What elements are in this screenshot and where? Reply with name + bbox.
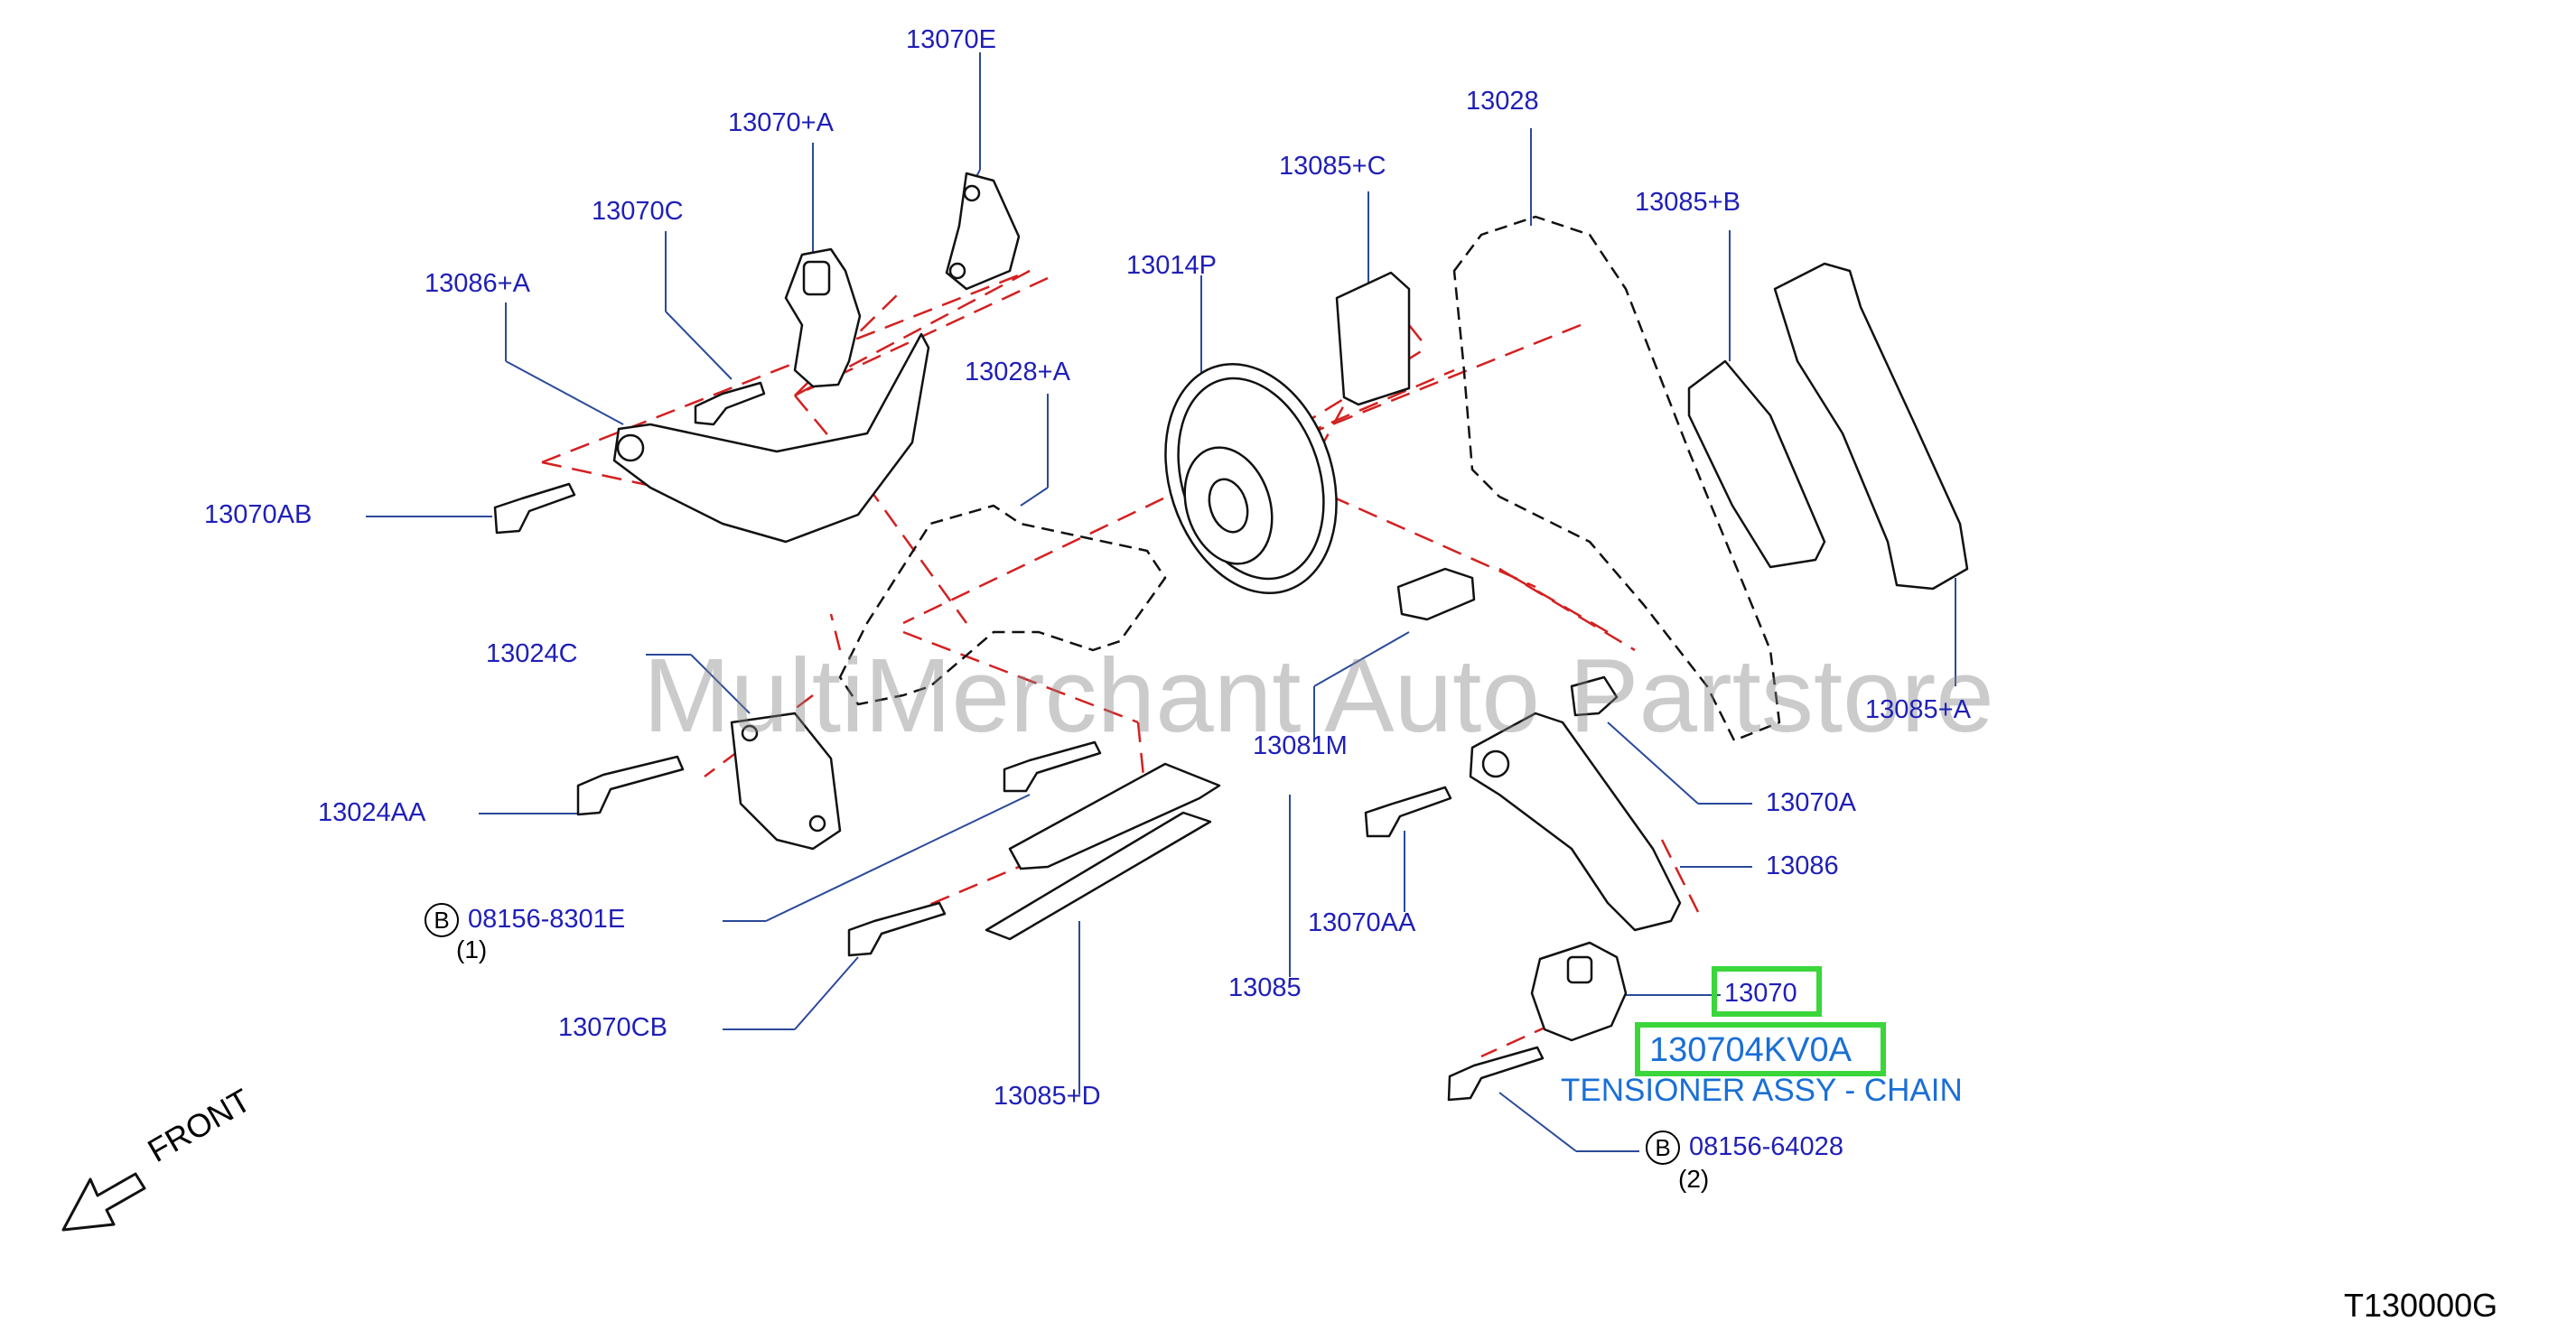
label-13070E[interactable]: 13070E (906, 25, 996, 54)
label-13085-plus-c[interactable]: 13085+C (1279, 152, 1386, 181)
label-13070AA[interactable]: 13070AA (1308, 908, 1416, 937)
leader-lines (366, 52, 1956, 1152)
highlight-box-part-number (1635, 1022, 1886, 1076)
label-13070[interactable]: 13070 (1724, 979, 1797, 1008)
label-13070-plus-a[interactable]: 13070+A (728, 108, 834, 137)
label-13028[interactable]: 13028 (1466, 87, 1539, 116)
label-13070AB[interactable]: 13070AB (204, 500, 313, 529)
quantity-2: (2) (1678, 1165, 1710, 1193)
part-drawings (61, 172, 1969, 1232)
label-13070CB[interactable]: 13070CB (558, 1013, 667, 1042)
bolt-marker-1: B (425, 903, 459, 937)
label-13070C[interactable]: 13070C (592, 197, 684, 226)
label-13028-plus-a[interactable]: 13028+A (965, 358, 1070, 386)
bolt-marker-2: B (1646, 1131, 1680, 1165)
label-13086[interactable]: 13086 (1766, 851, 1839, 880)
watermark-text: MultiMerchant Auto Partstore (643, 637, 1994, 754)
label-13086-plus-a[interactable]: 13086+A (425, 269, 530, 298)
label-13085-plus-b[interactable]: 13085+B (1635, 188, 1741, 217)
label-13085[interactable]: 13085 (1228, 973, 1302, 1002)
label-13081M[interactable]: 13081M (1253, 731, 1348, 760)
quantity-1: (1) (456, 935, 488, 963)
part-description: TENSIONER ASSY - CHAIN (1561, 1073, 1963, 1108)
label-13014P[interactable]: 13014P (1126, 251, 1217, 280)
label-13024C[interactable]: 13024C (486, 639, 578, 668)
label-08156-64028[interactable]: 08156-64028 (1689, 1132, 1843, 1161)
label-13070A[interactable]: 13070A (1766, 788, 1856, 817)
label-13024AA[interactable]: 13024AA (318, 798, 426, 827)
label-08156-8301E[interactable]: 08156-8301E (468, 905, 626, 934)
label-13085-plus-a[interactable]: 13085+A (1865, 695, 1971, 724)
diagram-code: T130000G (2344, 1287, 2498, 1324)
part-number-130704KV0A[interactable]: 130704KV0A (1649, 1031, 1852, 1069)
highlight-box-13070 (1712, 966, 1822, 1017)
label-13085-plus-d[interactable]: 13085+D (994, 1082, 1101, 1111)
